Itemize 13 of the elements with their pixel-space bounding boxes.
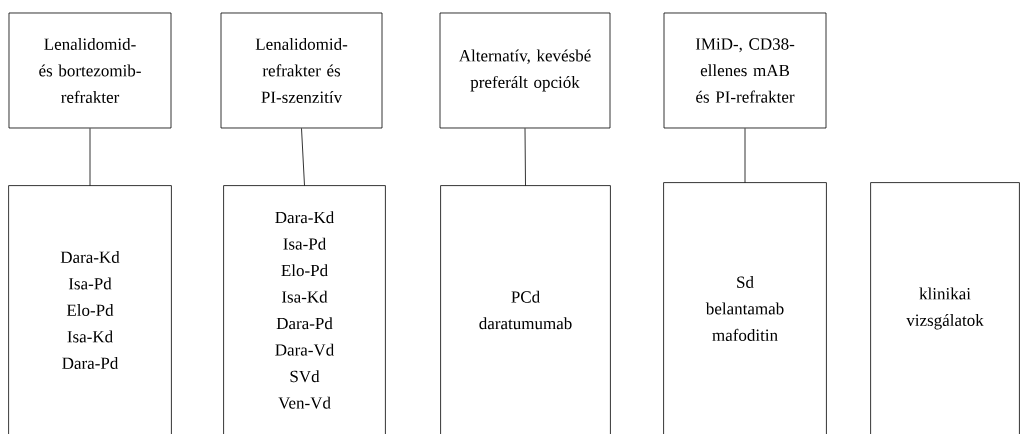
connector-line: [89, 128, 91, 186]
connector-line: [744, 128, 746, 183]
treatment-box: Dara-Kd Isa-Pd Elo-Pd Isa-Kd Dara-Pd Dara-Vd SVd Ven-Vd: [223, 185, 386, 434]
treatment-box: Dara-Kd Isa-Pd Elo-Pd Isa-Kd Dara-Pd: [8, 185, 172, 434]
connector-line: [524, 128, 526, 186]
category-box: Alternatív, kevésbé preferált opciók: [439, 12, 611, 129]
category-box: Lenalidomid- és bortezomib-refrakter: [8, 12, 172, 129]
category-box: Lenalidomid-refrakter és PI-szenzitív: [220, 12, 383, 129]
treatment-box: PCd daratumumab: [440, 185, 611, 434]
treatment-box: klinikai vizsgálatok: [870, 182, 1020, 434]
treatment-box: Sd belantamab mafoditin: [663, 182, 827, 434]
connector-line: [301, 128, 305, 186]
category-box: IMiD-, CD38-ellenes mAB és PI-refrakter: [663, 12, 827, 129]
